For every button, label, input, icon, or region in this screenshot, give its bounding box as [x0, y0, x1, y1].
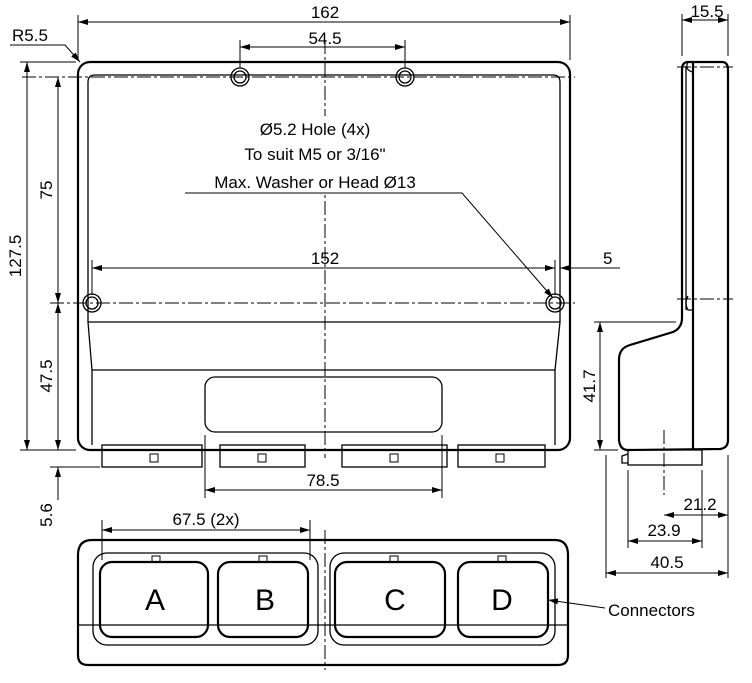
hole-note: Ø5.2 Hole (4x) To suit M5 or 3/16" Max. …	[180, 116, 554, 299]
connectors-callout: Connectors	[608, 601, 695, 620]
label-window	[204, 376, 443, 433]
connector-d-label: D	[491, 584, 513, 617]
dim-corner-radius: R5.5	[12, 26, 48, 45]
dim-side-depth: 15.5	[690, 2, 723, 21]
connector-stubs	[101, 444, 546, 468]
note-line-2: To suit M5 or 3/16"	[244, 145, 385, 164]
side-view	[617, 60, 733, 495]
front-dimensions: 162 R5.5 54.5 152 5 127.5 75 47.5 5.6 78…	[6, 3, 620, 527]
front-view	[22, 40, 575, 468]
dim-hole-edge-offset: 5	[603, 249, 612, 268]
dim-connector-protrusion: 5.6	[37, 503, 56, 527]
connector-c: C	[333, 555, 447, 639]
connector-b-label: B	[255, 584, 275, 617]
dim-side-total-depth: 40.5	[650, 553, 683, 572]
connector-a-label: A	[145, 584, 165, 617]
dim-side-holes-to-bottom: 47.5	[37, 359, 56, 392]
bottom-view: A B C D 67.5 (2x) Connectors	[76, 510, 695, 670]
dim-overall-height: 127.5	[6, 235, 25, 278]
dim-overall-width: 162	[311, 3, 339, 22]
side-dimensions: 15.5 41.7 21.2 23.9 40.5	[580, 2, 729, 578]
dim-connector-span: 78.5	[306, 471, 339, 490]
note-line-1: Ø5.2 Hole (4x)	[260, 120, 371, 139]
connector-c-label: C	[384, 584, 406, 617]
dim-side-hole-spacing: 152	[311, 249, 339, 268]
dim-side-offset-b: 23.9	[647, 521, 680, 540]
dim-top-hole-spacing: 54.5	[308, 29, 341, 48]
connector-b: B	[216, 555, 310, 639]
dim-top-to-side-holes: 75	[37, 181, 56, 200]
connector-a: A	[98, 555, 210, 639]
dim-side-lower-height: 41.7	[580, 369, 599, 402]
dim-connector-pitch: 67.5 (2x)	[172, 510, 239, 529]
note-line-3: Max. Washer or Head Ø13	[214, 173, 416, 192]
dim-side-offset-a: 21.2	[683, 495, 716, 514]
